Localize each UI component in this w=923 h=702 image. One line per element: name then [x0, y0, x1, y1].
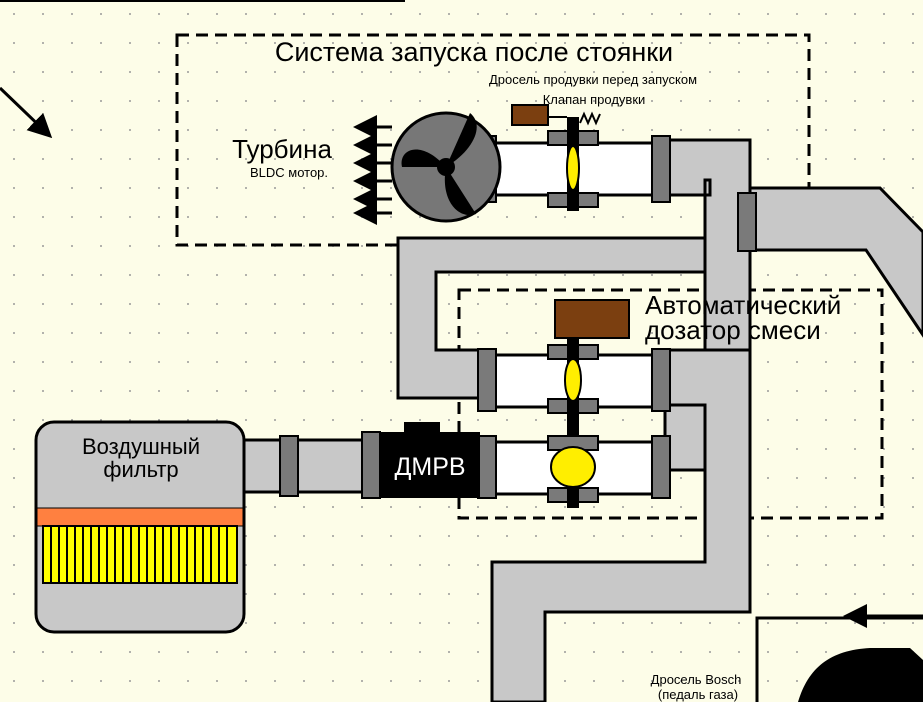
bosch-throttle-frame — [755, 616, 923, 702]
dispenser-lower-coupling-left — [477, 435, 497, 499]
fan-blade-1 — [446, 113, 477, 167]
bosch-throttle-label-line1: Дросель Bosch — [651, 672, 742, 687]
air-filter-pleats — [50, 527, 228, 582]
bosch-throttle-area — [755, 604, 923, 702]
purge-valve-label: Клапан продувки — [543, 92, 646, 107]
purge-throttle-plate — [566, 145, 580, 191]
maf-connector — [404, 422, 440, 436]
dispenser-lower-shaft — [567, 488, 579, 508]
turbine-coupling-right — [651, 135, 671, 203]
bosch-throttle-label-line2: (педаль газа) — [658, 687, 738, 702]
dispenser-upper-plate — [564, 358, 582, 402]
auto-dispenser-title-line1: Автоматический — [645, 290, 841, 320]
auto-dispenser-frame — [457, 288, 884, 520]
fan-blade-2 — [401, 149, 446, 167]
air-filter-band — [36, 507, 244, 527]
startup-system-title: Система запуска после стоянки — [275, 37, 673, 67]
purge-actuator — [511, 104, 549, 126]
maf-sensor-body — [380, 432, 480, 498]
dispenser-actuator — [554, 299, 630, 339]
fan-blade-3 — [444, 167, 476, 216]
turbine-title: Турбина — [232, 134, 332, 164]
diagonal-arrow — [0, 86, 53, 139]
turbine-subtitle: BLDC мотор. — [250, 165, 328, 180]
filter-outlet-coupling — [279, 435, 299, 497]
dispenser-upper-coupling-right — [651, 348, 671, 412]
maf-sensor-label: ДМРВ — [394, 453, 465, 481]
pipe-network — [240, 138, 923, 702]
outlet-coupling — [737, 192, 757, 252]
filter-outlet-pipe — [240, 438, 374, 494]
startup-system-frame — [175, 33, 811, 247]
auto-dispenser-title-line2: дозатор смеси — [645, 315, 821, 345]
turbine-exhaust-arrows — [353, 115, 392, 225]
air-filter — [34, 420, 246, 634]
air-filter-title-line1: Воздушный — [82, 434, 200, 459]
dispenser-lower-coupling-right — [651, 435, 671, 499]
air-filter-title-line2: фильтр — [103, 457, 178, 482]
maf-coupling-left — [361, 431, 381, 499]
maf-sensor — [361, 422, 480, 499]
dispenser-lower-plate — [550, 446, 596, 488]
fan-hub — [437, 158, 455, 176]
dispenser-assembly — [477, 299, 671, 508]
bosch-throttle-body — [798, 648, 923, 702]
dispenser-upper-coupling-left — [477, 348, 497, 412]
return-pipe — [396, 236, 707, 400]
valve-spring — [579, 111, 601, 126]
turbine-assembly — [353, 104, 671, 225]
downstream-pipe — [490, 348, 752, 702]
purge-throttle-label: Дросель продувки перед запуском — [489, 72, 697, 87]
